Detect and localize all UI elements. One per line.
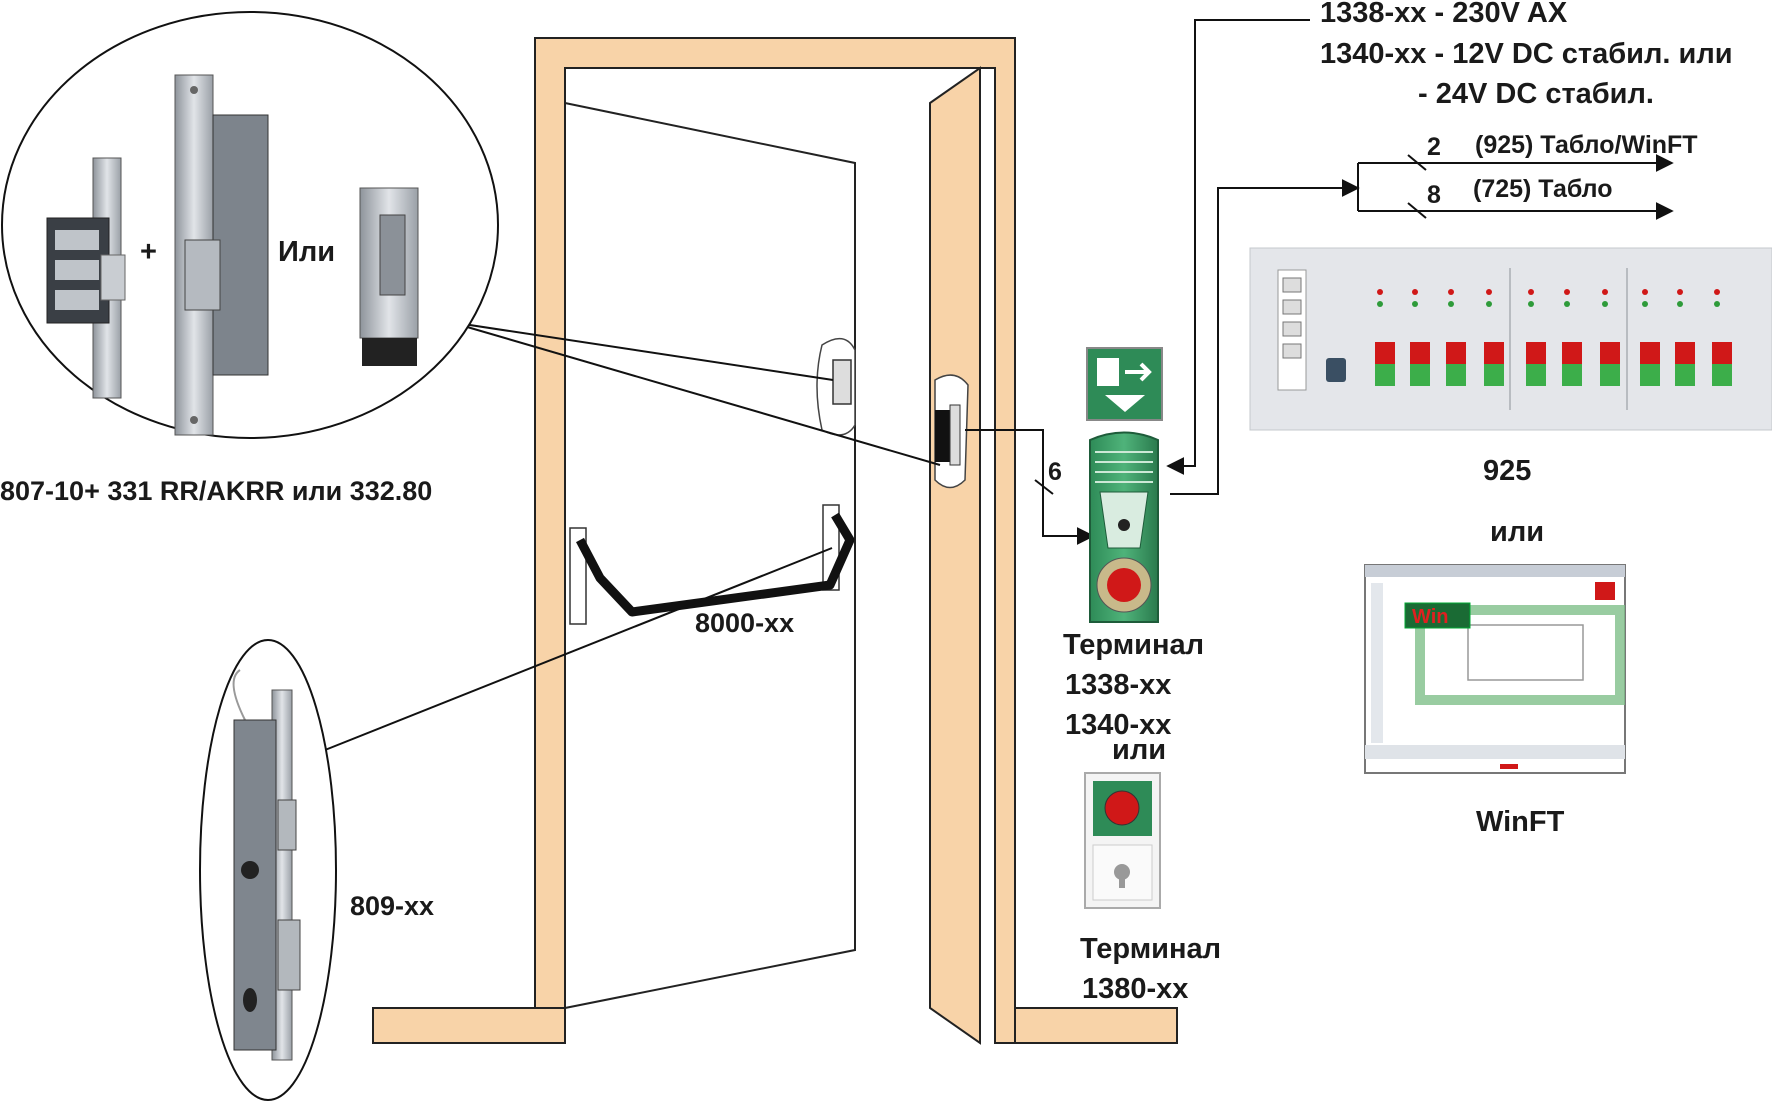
panel-led-red — [1677, 289, 1683, 295]
terminal-alt-unit — [1084, 772, 1161, 909]
power-line-2: 1340-xx - 12V DC стабил. или — [1320, 38, 1733, 70]
panel-switch-green — [1410, 364, 1430, 386]
panel-switch-red — [1446, 342, 1466, 364]
panel-led-green — [1486, 301, 1492, 307]
panel-led-green — [1677, 301, 1683, 307]
panel-switch-red — [1410, 342, 1430, 364]
panel-led-green — [1448, 301, 1454, 307]
terminal-alt-model: 1380-xx — [1082, 973, 1188, 1005]
panel-led-red — [1486, 289, 1492, 295]
panel-modules — [1375, 268, 1732, 410]
electric-strike-compact — [359, 187, 419, 366]
panel-led-red — [1377, 289, 1383, 295]
plus-sign: + — [140, 236, 157, 268]
panel-led-red — [1448, 289, 1454, 295]
power-line-1: 1338-xx - 230V AX — [1320, 0, 1568, 29]
panel-led-red — [1602, 289, 1608, 295]
panel-switch-red — [1675, 342, 1695, 364]
winft-logo: Win — [1412, 606, 1448, 628]
bus-label-a: (925) Табло/WinFT — [1475, 131, 1698, 159]
panel-switch-red — [1640, 342, 1660, 364]
panel-switch-red — [1600, 342, 1620, 364]
panel-led-green — [1642, 301, 1648, 307]
terminal-unit — [1089, 431, 1159, 623]
strike-plate-small — [46, 157, 126, 399]
power-leader — [1166, 19, 1310, 475]
panic-bar-caption: 8000-xx — [695, 608, 794, 638]
panel-led-green — [1714, 301, 1720, 307]
control-panel-925 — [1249, 247, 1772, 431]
panel-switch-green — [1562, 364, 1582, 386]
panel-switch-green — [1484, 364, 1504, 386]
terminal-main-or: или — [1112, 734, 1166, 766]
panel-led-green — [1377, 301, 1383, 307]
terminal-main-model-a: 1338-xx — [1065, 669, 1171, 701]
panel-led-green — [1602, 301, 1608, 307]
panel-led-green — [1412, 301, 1418, 307]
panel-925-caption: 925 — [1483, 455, 1531, 487]
panel-led-green — [1564, 301, 1570, 307]
frame-strike-housing — [934, 374, 969, 489]
panel-switch-green — [1640, 364, 1660, 386]
terminal-alt-title: Терминал — [1080, 933, 1221, 965]
panel-switch-green — [1375, 364, 1395, 386]
panel-switch-red — [1526, 342, 1546, 364]
panel-switch-red — [1375, 342, 1395, 364]
terminal-main-model-b: 1340-xx — [1065, 709, 1171, 741]
leader-lines — [324, 321, 941, 751]
winft-caption: WinFT — [1476, 806, 1565, 838]
bus-wire-count-a: 2 — [1427, 133, 1441, 161]
panel-925-or: или — [1490, 516, 1544, 548]
panel-switch-red — [1712, 342, 1732, 364]
panel-switch-green — [1446, 364, 1466, 386]
panel-switch-red — [1562, 342, 1582, 364]
terminal-cable — [965, 429, 1095, 545]
strike-or-label: Или — [278, 236, 335, 268]
panel-switch-green — [1600, 364, 1620, 386]
panel-led-red — [1714, 289, 1720, 295]
panel-switch-green — [1526, 364, 1546, 386]
bus-wire-count-b: 8 — [1427, 181, 1441, 209]
door-frame — [372, 37, 1178, 1045]
cable-wire-count: 6 — [1048, 458, 1062, 486]
exit-sign — [1086, 347, 1163, 421]
panel-switch-green — [1712, 364, 1732, 386]
bus-label-b: (725) Табло — [1473, 175, 1613, 203]
terminal-main-title: Терминал — [1063, 629, 1204, 661]
panel-switch-green — [1675, 364, 1695, 386]
panel-led-red — [1642, 289, 1648, 295]
electric-strike-large — [174, 74, 269, 436]
panel-led-red — [1412, 289, 1418, 295]
mortise-lock-caption: 809-xx — [350, 891, 434, 921]
door-leaf — [564, 101, 856, 1010]
strike-inset: + Или — [1, 11, 499, 439]
panel-led-red — [1528, 289, 1534, 295]
winft-screen: Win — [1364, 564, 1626, 774]
panel-switch-red — [1484, 342, 1504, 364]
power-line-3: - 24V DC стабил. — [1418, 78, 1654, 110]
door-lock-housing — [816, 337, 856, 436]
panel-led-green — [1528, 301, 1534, 307]
data-bus — [1170, 154, 1674, 495]
mortise-lock-inset — [199, 639, 337, 1101]
panel-led-red — [1564, 289, 1570, 295]
strike-caption: 807-10+ 331 RR/AKRR или 332.80 — [0, 476, 432, 506]
